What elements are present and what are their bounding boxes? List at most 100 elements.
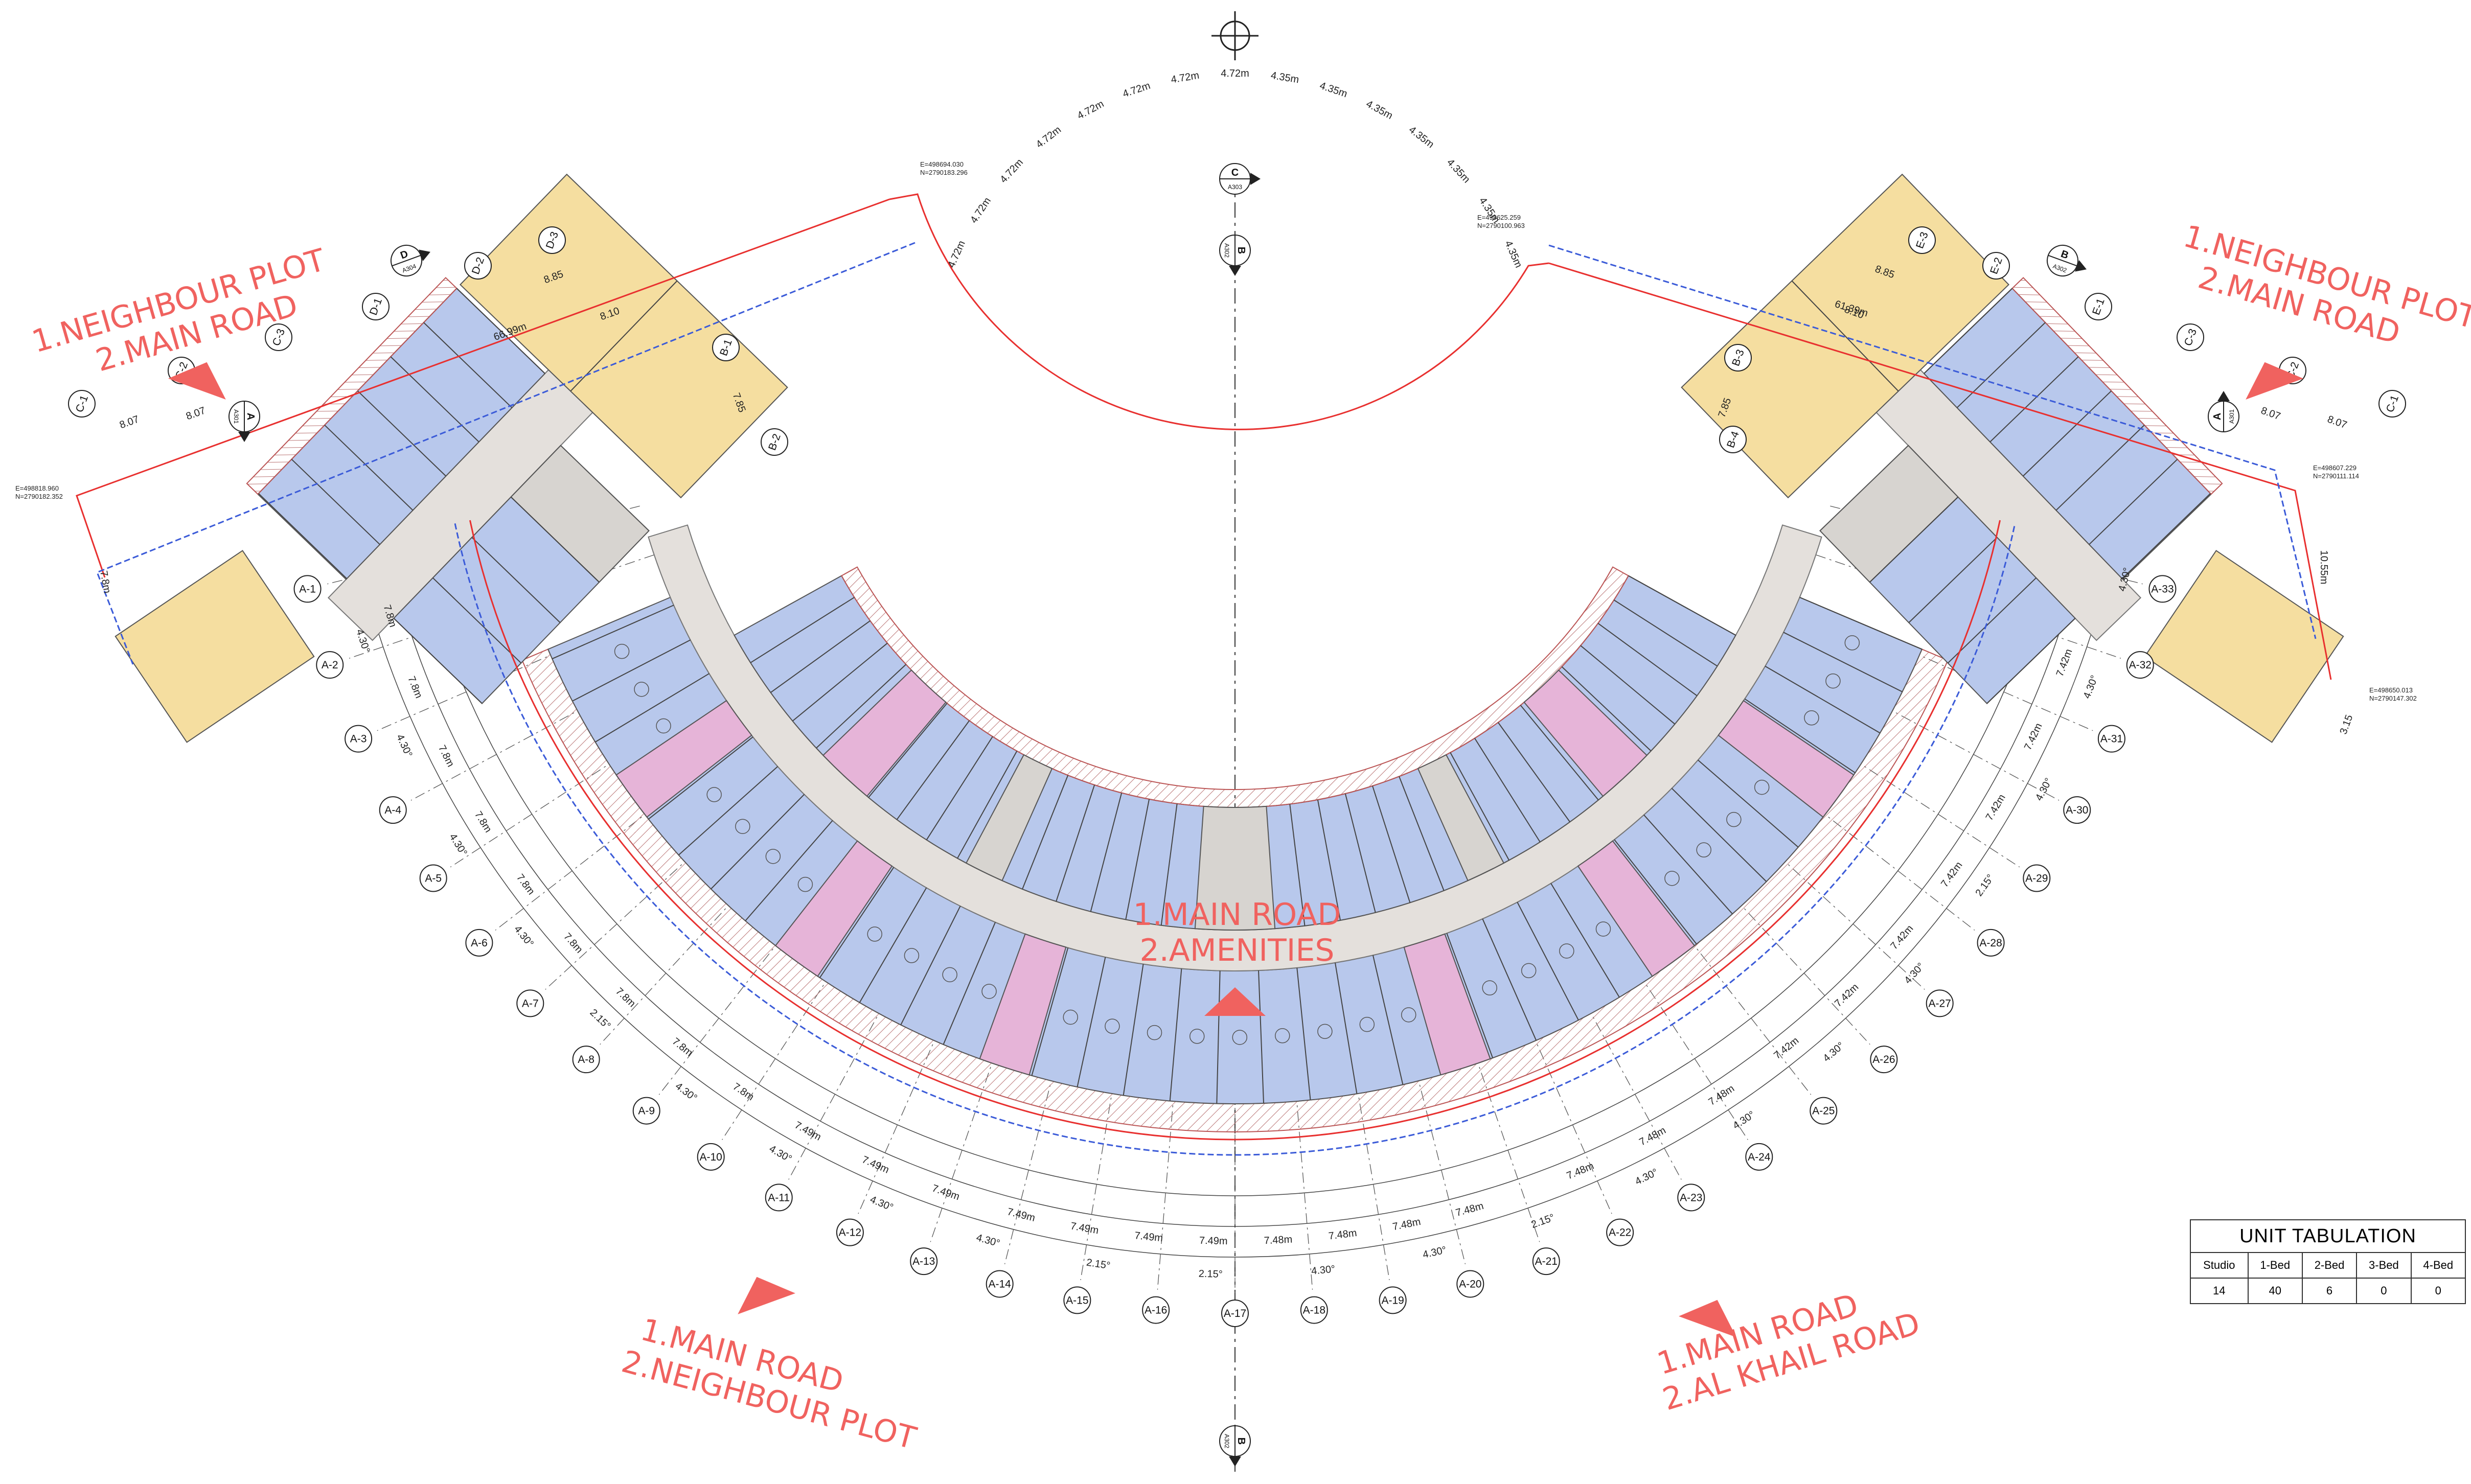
grid-bubble <box>986 1270 1014 1298</box>
dimension-label: 8.07 <box>2259 405 2282 422</box>
grid-bubble <box>632 1097 660 1125</box>
grid-bubble <box>516 989 544 1017</box>
unit-wall <box>1744 698 1856 774</box>
unit-wall <box>1399 776 1445 891</box>
unit-fixture <box>656 718 671 734</box>
unit-wall <box>1125 799 1150 920</box>
plot-boundaries <box>76 193 2332 1156</box>
unit-wall <box>1580 645 1676 725</box>
unit-wall <box>1482 918 1537 1041</box>
red-boundary-right <box>1548 262 2332 680</box>
inner-balcony-band <box>840 566 1630 808</box>
dimension-label: 7.8m <box>731 1081 756 1103</box>
unit-wall <box>510 496 600 583</box>
grid-line <box>658 841 858 1095</box>
unit-wall <box>1550 883 1620 998</box>
dimension-label: 7.8m <box>514 872 537 897</box>
grid-bubble <box>265 323 292 351</box>
grid-line <box>1080 962 1134 1281</box>
dimension-label: 4.72m <box>968 195 993 225</box>
dimension-label: 7.8m <box>436 744 456 769</box>
value-3-bed: 0 <box>2356 1278 2412 1304</box>
dimension-label: 7.48m <box>1391 1216 1422 1233</box>
unit-wall <box>291 458 380 545</box>
angle-label: 4.30° <box>673 1080 699 1104</box>
dimension-label: 4.72m <box>1170 70 1200 86</box>
section-letter: D <box>399 248 409 262</box>
unit-fixture <box>1275 1028 1290 1044</box>
annotation-bottom-right: 1.MAIN ROAD 2.AL KHAIL ROAD <box>1653 1287 1924 1418</box>
unit-wall <box>678 766 779 855</box>
unit-fixture <box>1063 1009 1078 1025</box>
unit-fixture <box>942 967 957 983</box>
dimension-label: 7.42m <box>1984 793 2008 823</box>
core-block <box>1194 805 1276 931</box>
header-studio: Studio <box>2190 1252 2249 1279</box>
grid-bubble <box>2097 725 2125 753</box>
section-sheet: A302 <box>1223 243 1230 258</box>
grid-line <box>1816 554 2121 659</box>
section-marker-arrow-icon <box>1250 173 1261 185</box>
grid-bubble <box>1926 989 1954 1017</box>
unit-wall <box>711 794 805 890</box>
grid-line <box>1336 962 1390 1281</box>
dimension-label: 4.35m <box>1270 70 1299 86</box>
grid-label: A-6 <box>471 937 488 949</box>
dimension-label: 8.07 <box>118 413 141 431</box>
unit-wall <box>572 639 691 702</box>
header-1-bed: 1-Bed <box>2247 1252 2303 1279</box>
unit-fixture <box>634 682 649 697</box>
grid-line <box>788 896 943 1180</box>
unit-wall <box>2055 425 2145 511</box>
dimension-label: 4.35m <box>1502 239 1524 270</box>
coordinate-e: E=498818.960 <box>15 484 59 492</box>
grid-label: A-13 <box>912 1256 935 1267</box>
grid-label: A-7 <box>522 998 539 1009</box>
unit-wall <box>357 390 446 477</box>
grid-line <box>1749 691 2020 868</box>
core-block <box>1417 754 1505 882</box>
dimension-label: 7.8m <box>670 1036 695 1059</box>
unit-wall <box>1474 738 1541 843</box>
unit-wall <box>750 597 855 663</box>
dimension-label: 7.42m <box>2054 647 2075 678</box>
grid-label: A-14 <box>989 1278 1012 1290</box>
grid-bubble <box>1677 1184 1705 1212</box>
dimension-label: 7.8m <box>613 986 637 1010</box>
unit-wall <box>456 288 545 374</box>
unit-fixture <box>1664 871 1680 886</box>
grid-bubble <box>836 1218 864 1246</box>
studio-unit <box>1403 933 1491 1076</box>
dimension-label: 4.72m <box>946 239 968 270</box>
unit-fixture <box>981 984 997 999</box>
unit-wall <box>816 664 907 749</box>
dimension-label: 7.42m <box>1833 982 1861 1009</box>
grid-label: A-17 <box>1224 1308 1246 1319</box>
dimension-label: 4.72m <box>998 157 1025 186</box>
grid-label: A-22 <box>1609 1227 1631 1239</box>
unit-wall <box>868 703 948 798</box>
grid-bubble <box>910 1247 938 1276</box>
unit-wall <box>1123 964 1144 1096</box>
angle-label: 4.30° <box>1422 1244 1448 1261</box>
unit-wall <box>1056 784 1095 902</box>
grid-line <box>450 691 721 868</box>
grid-bubble <box>1142 1296 1170 1324</box>
red-boundary-left <box>76 198 890 578</box>
unit-wall <box>2121 493 2211 579</box>
grid-bubble <box>2177 323 2204 351</box>
angle-label: 4.30° <box>394 733 415 759</box>
grid-bubble <box>2023 864 2051 892</box>
grid-line <box>1775 647 2060 801</box>
unit-wall <box>570 280 678 392</box>
section-sheet: A303 <box>1228 183 1242 191</box>
unit-wall <box>1799 596 1923 650</box>
grid-label: A-25 <box>1812 1105 1835 1117</box>
grid-bubble <box>1870 1046 1898 1074</box>
unit-wall <box>1296 967 1311 1100</box>
unit-wall <box>471 537 561 623</box>
table-value-row: 14 40 6 0 0 <box>2190 1278 2466 1304</box>
coordinate-n: N=2790111.114 <box>2313 472 2359 480</box>
unit-wall <box>1628 575 1736 636</box>
